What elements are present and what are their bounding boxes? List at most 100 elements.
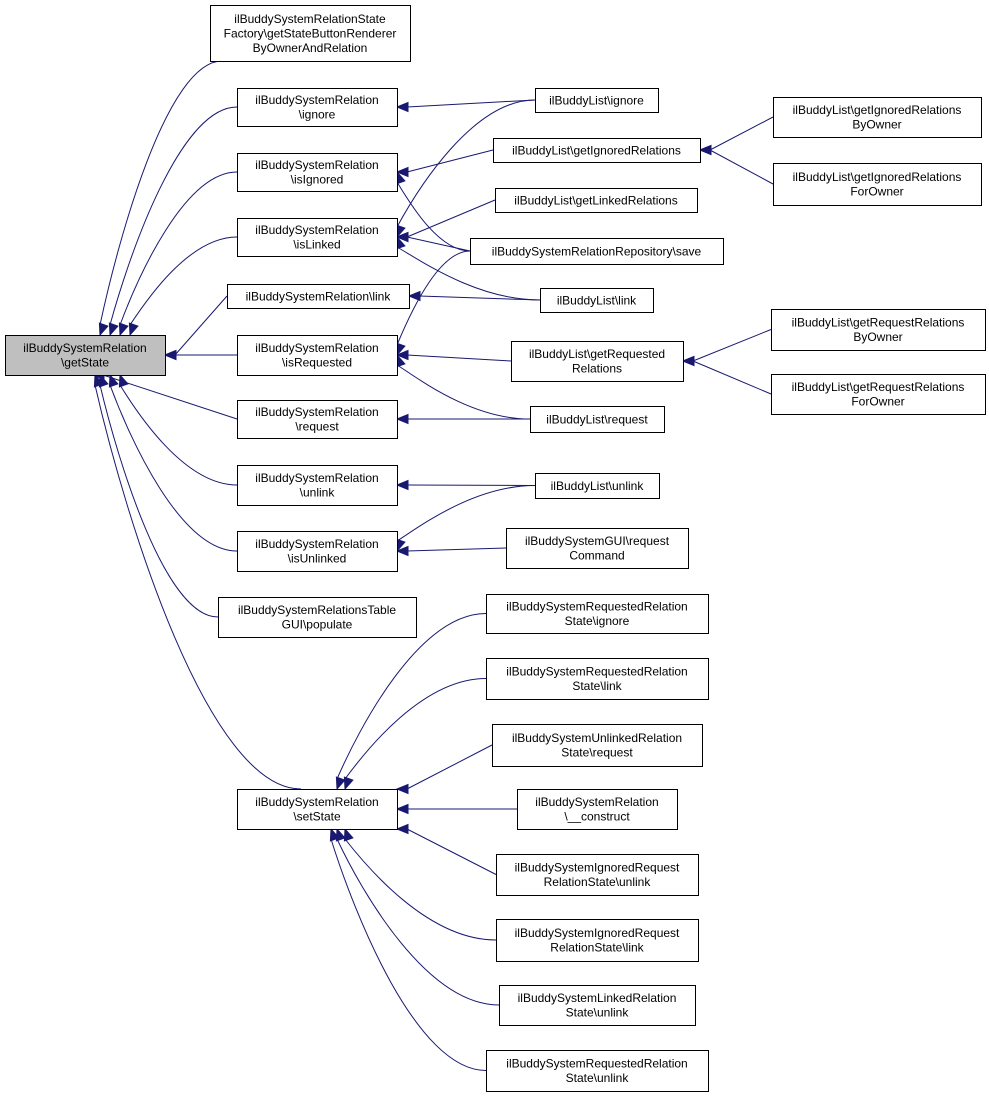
graph-node-bl_getIgnored[interactable]: ilBuddyList\getIgnoredRelations bbox=[493, 138, 701, 163]
graph-node-bl_request[interactable]: ilBuddyList\request bbox=[530, 406, 665, 433]
node-label-line: ilBuddySystemRelation bbox=[255, 537, 378, 551]
node-box bbox=[773, 97, 982, 138]
graph-node-r_isUnlinked[interactable]: ilBuddySystemRelation\isUnlinked bbox=[237, 531, 398, 572]
edge-arrowhead bbox=[395, 413, 409, 425]
node-box bbox=[486, 658, 709, 700]
edges bbox=[91, 60, 774, 1071]
graph-node-irs_link[interactable]: ilBuddySystemIgnoredRequestRelationState… bbox=[496, 919, 699, 962]
edge-repo_save-to-r_isLinked bbox=[395, 231, 471, 252]
node-label-line: ByOwnerAndRelation bbox=[253, 41, 368, 55]
edge-us_request-to-r_setState bbox=[395, 744, 493, 795]
edge-arrowhead bbox=[395, 231, 409, 243]
edge-bl_unlink-to-r_isUnlinked bbox=[395, 485, 536, 553]
node-label-line: \__construct bbox=[564, 810, 630, 824]
edge-arrowhead bbox=[163, 349, 177, 361]
node-label-line: ilBuddySystemRelationRepository\save bbox=[492, 244, 702, 258]
node-label-line: ByOwner bbox=[852, 118, 901, 132]
graph-node-bl_getLinked[interactable]: ilBuddyList\getLinkedRelations bbox=[495, 188, 698, 213]
graph-node-bl_unlink[interactable]: ilBuddyList\unlink bbox=[535, 473, 660, 499]
node-box bbox=[506, 528, 689, 569]
graph-node-r_isIgnored[interactable]: ilBuddySystemRelation\isIgnored bbox=[237, 153, 398, 192]
edge-line bbox=[344, 678, 487, 780]
node-label-line: ilBuddySystemIgnoredRequest bbox=[515, 861, 680, 875]
graph-node-r_request[interactable]: ilBuddySystemRelation\request bbox=[237, 400, 398, 439]
node-box bbox=[496, 919, 699, 962]
edge-r_request-to-getState bbox=[91, 369, 238, 420]
node-label-line: Relations bbox=[572, 362, 622, 376]
graph-node-r_ignore[interactable]: ilBuddySystemRelation\ignore bbox=[237, 88, 398, 127]
edge-arrowhead bbox=[343, 827, 354, 842]
edge-tableGUI-to-getState bbox=[98, 373, 219, 618]
node-label-line: Command bbox=[569, 549, 624, 563]
edge-line bbox=[406, 484, 536, 486]
node-box bbox=[773, 163, 982, 206]
node-box bbox=[492, 724, 703, 767]
node-box bbox=[5, 335, 166, 376]
edge-line bbox=[119, 171, 238, 326]
graph-node-rs_ignore[interactable]: ilBuddySystemRequestedRelationState\igno… bbox=[486, 594, 709, 634]
node-label-line: ilBuddySystemIgnoredRequest bbox=[515, 926, 680, 940]
edge-line bbox=[174, 295, 228, 356]
node-label-line: RelationState\link bbox=[550, 941, 644, 955]
edge-arrowhead bbox=[335, 776, 346, 791]
graph-node-r_setState[interactable]: ilBuddySystemRelation\setState bbox=[237, 789, 398, 830]
graph-node-repo_save[interactable]: ilBuddySystemRelationRepository\save bbox=[470, 238, 724, 265]
node-label-line: ilBuddySystemRelation bbox=[23, 341, 146, 355]
node-label-line: \request bbox=[295, 420, 339, 434]
graph-node-r_link[interactable]: ilBuddySystemRelation\link bbox=[227, 284, 410, 309]
graph-node-r_isRequested[interactable]: ilBuddySystemRelation\isRequested bbox=[237, 335, 398, 376]
nodes: ilBuddySystemRelation\getStateilBuddySys… bbox=[5, 5, 986, 1092]
edge-line bbox=[709, 116, 774, 151]
node-box bbox=[237, 789, 398, 830]
node-label-line: ilBuddyList\unlink bbox=[551, 479, 645, 493]
node-label-line: ilBuddySystemUnlinkedRelation bbox=[512, 731, 682, 745]
graph-node-r_construct[interactable]: ilBuddySystemRelation\__construct bbox=[517, 789, 678, 830]
graph-node-r_isLinked[interactable]: ilBuddySystemRelation\isLinked bbox=[237, 218, 398, 257]
edge-arrowhead bbox=[395, 349, 409, 361]
edge-line bbox=[336, 838, 500, 1006]
node-label-line: ilBuddySystemRelation bbox=[255, 341, 378, 355]
edge-rs_unlink-to-r_setState bbox=[329, 827, 487, 1071]
edge-bl_getIgnoredForOwner-to-bl_getIgnored bbox=[698, 144, 774, 185]
edge-line bbox=[396, 364, 531, 420]
node-label-line: Factory\getStateButtonRenderer bbox=[224, 26, 397, 40]
edge-line bbox=[406, 547, 507, 552]
node-label-line: \isLinked bbox=[293, 238, 340, 252]
graph-node-bl_ignore[interactable]: ilBuddyList\ignore bbox=[535, 88, 659, 113]
edge-factory-to-getState bbox=[98, 60, 223, 337]
graph-node-factory[interactable]: ilBuddySystemRelationStateFactory\getSta… bbox=[210, 5, 411, 62]
edge-arrowhead bbox=[395, 783, 409, 795]
graph-node-bl_link[interactable]: ilBuddyList\link bbox=[540, 288, 654, 313]
edge-arrowhead bbox=[128, 322, 139, 337]
edge-rs_ignore-to-r_setState bbox=[335, 613, 487, 791]
edge-line bbox=[129, 236, 238, 326]
edge-arrowhead bbox=[329, 827, 340, 842]
edge-arrowhead bbox=[395, 823, 409, 835]
graph-node-us_request[interactable]: ilBuddySystemUnlinkedRelationState\reque… bbox=[492, 724, 703, 767]
node-label-line: ilBuddyList\getIgnoredRelations bbox=[793, 103, 962, 117]
node-label-line: \isIgnored bbox=[291, 173, 344, 187]
edge-bl_getReqForOwner-to-bl_getRequested bbox=[681, 355, 772, 395]
node-box bbox=[535, 473, 660, 499]
node-label-line: \ignore bbox=[299, 108, 336, 122]
edge-line bbox=[99, 60, 223, 326]
edge-line bbox=[406, 149, 494, 173]
graph-node-getState[interactable]: ilBuddySystemRelation\getState bbox=[5, 335, 166, 376]
node-label-line: ilBuddySystemRequestedRelation bbox=[506, 665, 687, 679]
graph-node-r_unlink[interactable]: ilBuddySystemRelation\unlink bbox=[237, 465, 398, 506]
node-box bbox=[517, 789, 678, 830]
graph-node-rs_unlink[interactable]: ilBuddySystemRequestedRelationState\unli… bbox=[486, 1050, 709, 1092]
edge-arrowhead bbox=[395, 166, 409, 178]
node-box bbox=[535, 88, 659, 113]
graph-node-irs_unlink[interactable]: ilBuddySystemIgnoredRequestRelationState… bbox=[496, 854, 699, 896]
edge-bl_ignore-to-r_ignore bbox=[395, 99, 536, 113]
